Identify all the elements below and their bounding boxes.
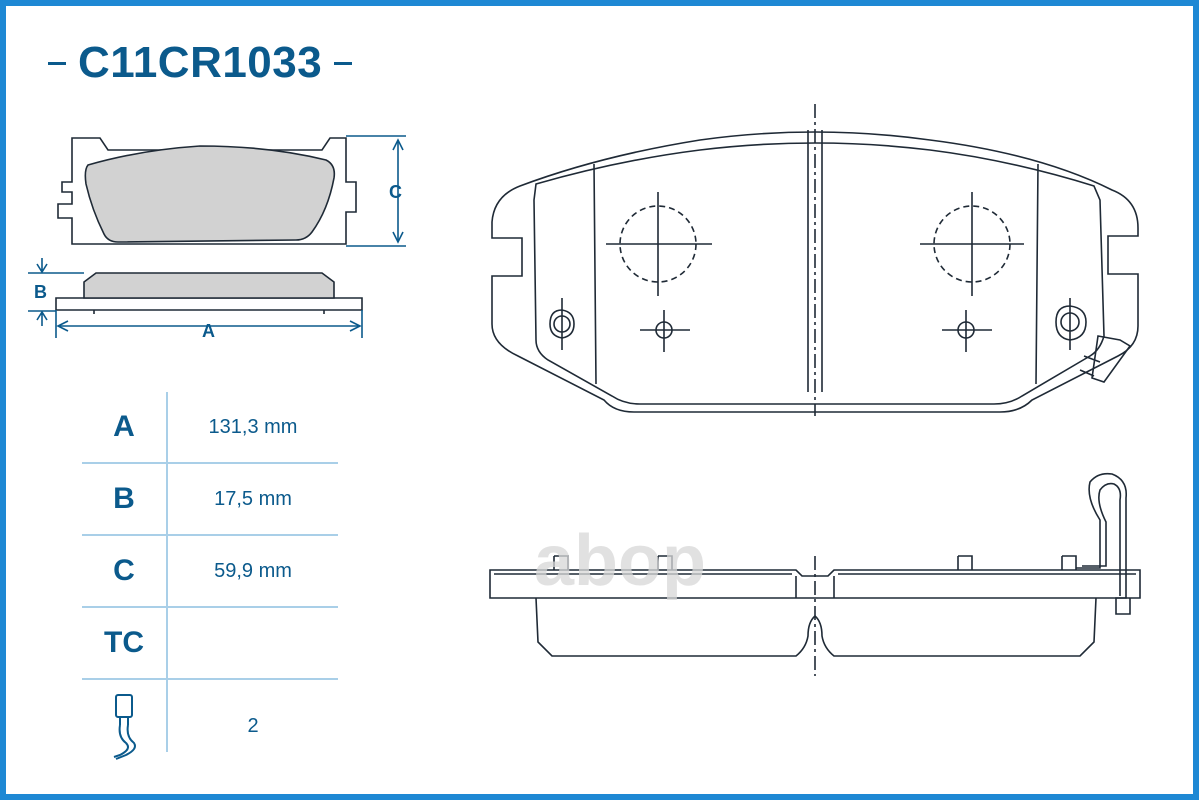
dimension-lines (28, 135, 406, 338)
small-pad-top-view (57, 137, 357, 245)
large-pad-front-view (491, 104, 1139, 416)
spec-table-divider (166, 392, 168, 752)
spec-value: 2 (247, 714, 259, 737)
title-dash-right (334, 61, 353, 65)
spec-label: C (113, 554, 135, 587)
dim-label-c: C (389, 182, 402, 202)
title-dash-left (48, 61, 66, 65)
spec-value: 17,5 mm (214, 487, 292, 510)
spec-row-c: C 59,9 mm (82, 536, 338, 608)
dim-label-a: A (202, 321, 215, 341)
spec-label: TC (104, 626, 144, 659)
spec-row-a: A 131,3 mm (82, 392, 338, 464)
spec-label: A (113, 410, 135, 443)
spec-label: B (113, 482, 135, 515)
spec-value (168, 608, 338, 678)
product-code: C11CR1033 (78, 38, 323, 87)
wear-sensor-icon (82, 680, 166, 772)
spec-value: 59,9 mm (214, 559, 292, 582)
small-pad-side-view (55, 272, 363, 314)
spec-row-tc: TC (82, 608, 338, 680)
dim-label-b: B (34, 282, 47, 302)
spec-table: A 131,3 mm B 17,5 mm C 59,9 mm TC 2 (82, 392, 338, 772)
watermark-text: abop (534, 521, 706, 601)
large-pad-side-view (489, 472, 1141, 676)
spec-value: 131,3 mm (208, 415, 298, 438)
spec-row-b: B 17,5 mm (82, 464, 338, 536)
spec-row-sensor: 2 (82, 680, 338, 772)
product-title: C11CR1033 (48, 38, 353, 88)
